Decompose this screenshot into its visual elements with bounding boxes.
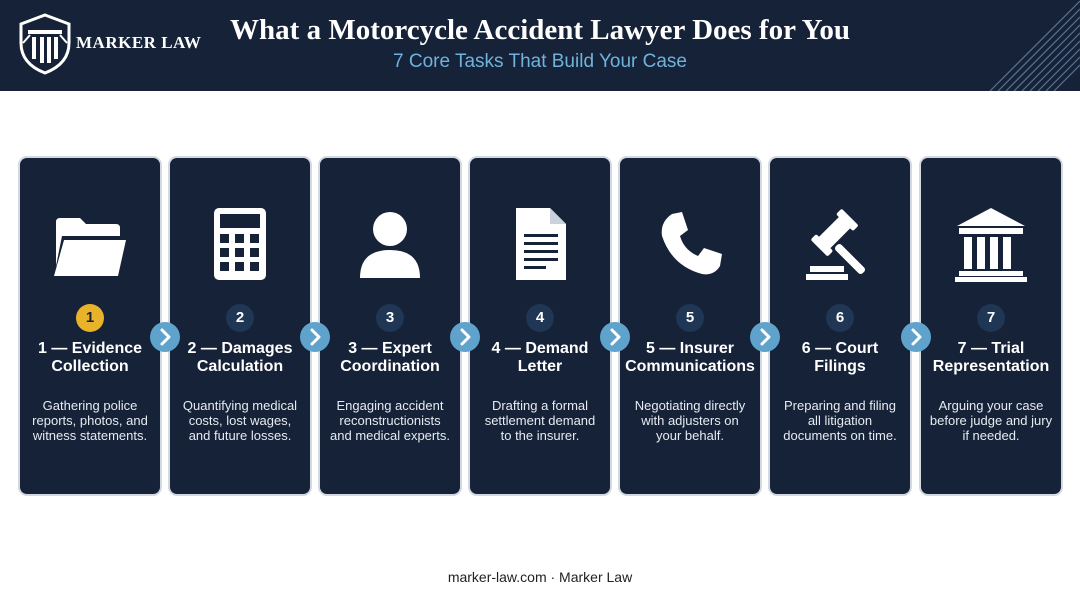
step-description: Gathering police reports, photos, and wi… [32, 398, 148, 443]
decorative-stripes [989, 0, 1080, 91]
document-icon [516, 208, 566, 280]
chevron-right-icon [150, 322, 180, 352]
step-card-damages-calculation: 2 2 — Damages Calculation Quantifying me… [170, 158, 310, 494]
step-description: Quantifying medical costs, lost wages, a… [182, 398, 298, 443]
courthouse-icon [955, 208, 1027, 282]
step-number-badge: 3 [376, 304, 404, 332]
step-title: 5 — Insurer Communications [625, 340, 755, 375]
step-card-insurer-communications: 5 5 — Insurer Communications Negotiating… [620, 158, 760, 494]
step-number-badge: 5 [676, 304, 704, 332]
calculator-icon [214, 208, 266, 280]
step-title: 3 — Expert Coordination [340, 340, 440, 375]
shield-columns-logo-icon [19, 13, 71, 75]
step-title: 4 — Demand Letter [491, 340, 589, 375]
step-number-badge: 6 [826, 304, 854, 332]
chevron-right-icon [450, 322, 480, 352]
chevron-right-icon [600, 322, 630, 352]
step-number-badge: 1 [76, 304, 104, 332]
step-card-expert-coordination: 3 3 — Expert Coordination Engaging accid… [320, 158, 460, 494]
brand-name: MARKER LAW [76, 33, 202, 52]
step-card-trial-representation: 7 7 — Trial Representation Arguing your … [921, 158, 1061, 494]
step-number-badge: 2 [226, 304, 254, 332]
chevron-right-icon [750, 322, 780, 352]
phone-icon [661, 212, 722, 275]
chevron-right-icon [300, 322, 330, 352]
step-number-badge: 7 [977, 304, 1005, 332]
step-number-badge: 4 [526, 304, 554, 332]
person-icon [360, 212, 420, 278]
step-title: 1 — Evidence Collection [37, 340, 143, 375]
step-title: 7 — Trial Representation [932, 340, 1050, 375]
page-title: What a Motorcycle Accident Lawyer Does f… [230, 14, 850, 46]
step-card-demand-letter: 4 4 — Demand Letter Drafting a formal se… [470, 158, 610, 494]
folder-icon [54, 218, 126, 276]
step-description: Engaging accident reconstructionists and… [330, 398, 450, 443]
step-description: Preparing and filing all litigation docu… [783, 398, 897, 443]
gavel-icon [806, 209, 866, 280]
header-banner: MARKER LAW What a Motorcycle Accident La… [0, 0, 1080, 91]
step-description: Negotiating directly with adjusters on y… [634, 398, 746, 443]
step-title: 6 — Court Filings [801, 340, 879, 375]
step-description: Drafting a formal settlement demand to t… [484, 398, 596, 443]
step-card-court-filings: 6 6 — Court Filings Preparing and filing… [770, 158, 910, 494]
step-title: 2 — Damages Calculation [187, 340, 293, 375]
page-subtitle: 7 Core Tasks That Build Your Case [393, 51, 687, 72]
footer-text: marker-law.com · Marker Law [447, 569, 633, 585]
step-description: Arguing your case before judge and jury … [929, 398, 1053, 443]
step-card-evidence-collection: 1 1 — Evidence Collection Gathering poli… [20, 158, 160, 494]
chevron-right-icon [901, 322, 931, 352]
